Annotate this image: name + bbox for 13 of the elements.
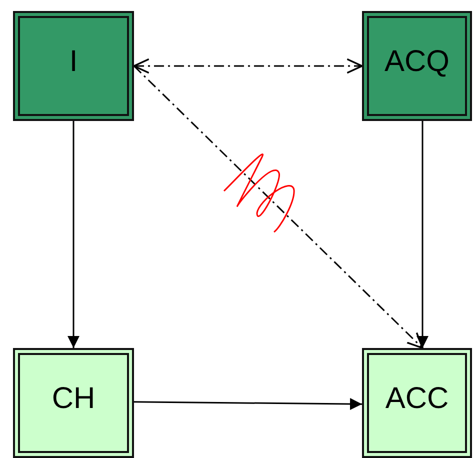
dash-dot-arrow (133, 58, 363, 74)
process-box (13, 348, 134, 458)
box-label: ACQ (384, 45, 450, 79)
arrow (416, 121, 428, 348)
dash-dot-arrow (133, 65, 424, 349)
process-box (362, 11, 472, 121)
box-label: ACC (385, 382, 449, 416)
process-box (362, 348, 472, 458)
box-label: CH (52, 382, 96, 416)
box-label: I (69, 45, 78, 79)
arrow (134, 398, 362, 410)
process-box (13, 11, 134, 121)
arrow (68, 121, 80, 348)
